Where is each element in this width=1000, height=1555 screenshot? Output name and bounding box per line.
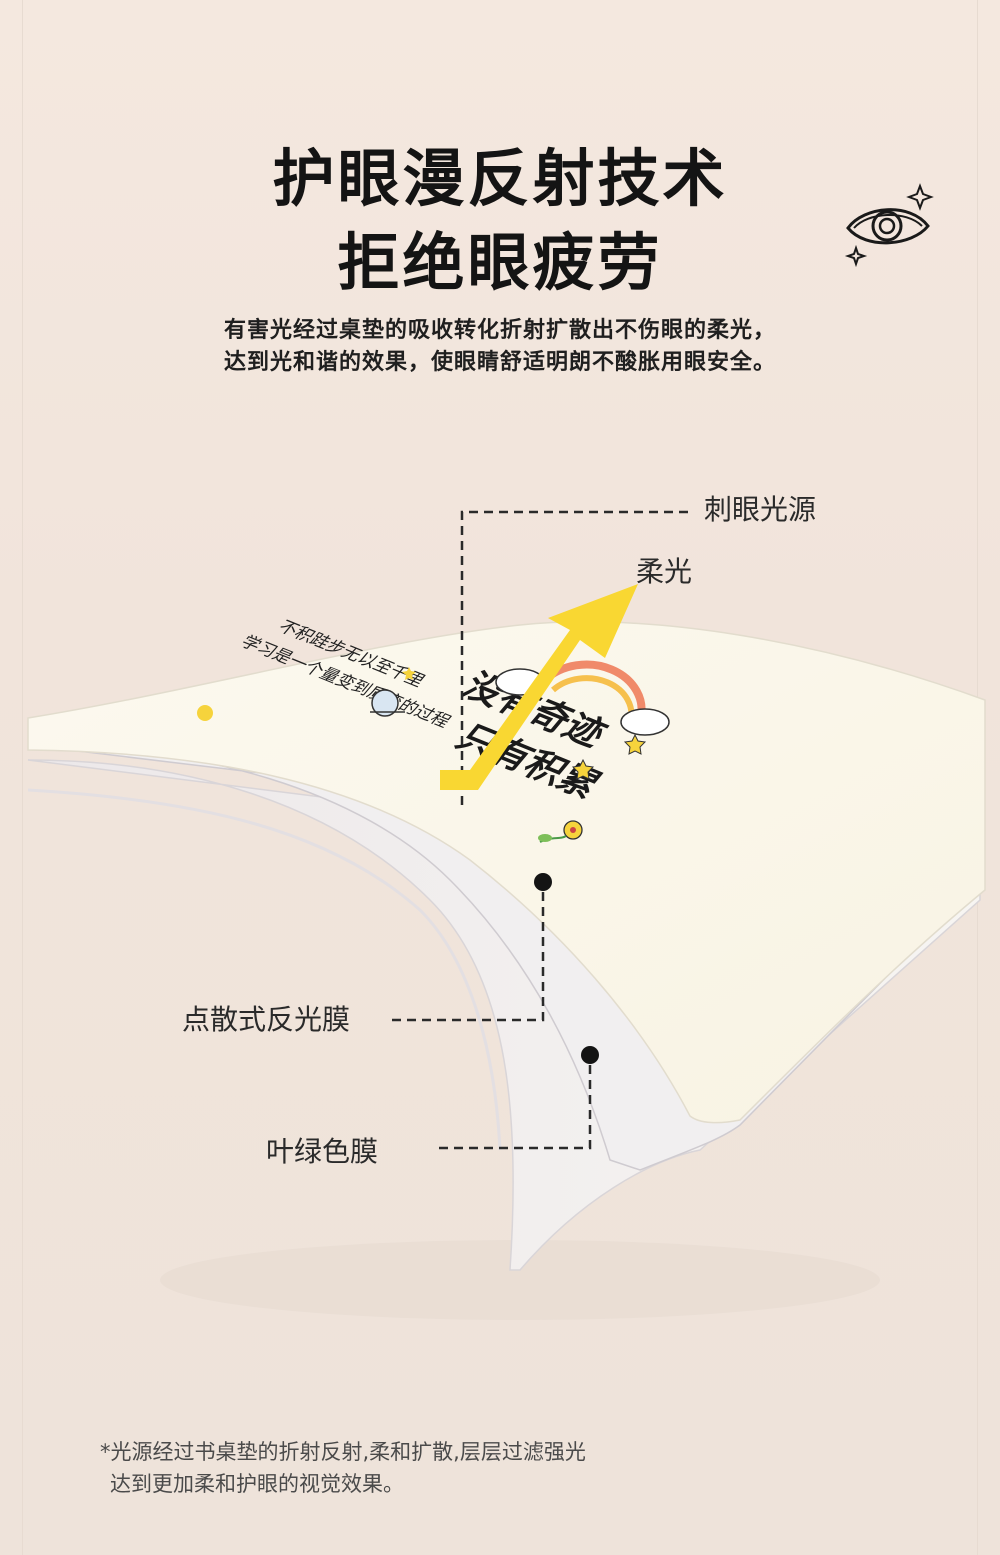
dot-film-leader bbox=[388, 892, 545, 1022]
glare-light-leader bbox=[460, 510, 690, 805]
label-dot-film: 点散式反光膜 bbox=[182, 1003, 351, 1036]
description-line1: 有害光经过桌垫的吸收转化折射扩散出不伤眼的柔光， bbox=[223, 318, 776, 343]
footnote-line2: 达到更加柔和护眼的视觉效果。 bbox=[110, 1472, 404, 1496]
headline-line2: 拒绝眼疲劳 bbox=[337, 226, 663, 299]
arrow-icon bbox=[440, 584, 638, 790]
label-soft-light: 柔光 bbox=[636, 555, 693, 588]
floor-shadow bbox=[160, 1240, 880, 1320]
sparkle-icon bbox=[844, 183, 934, 268]
star-decoration-3 bbox=[402, 667, 416, 680]
description-line2: 达到光和谐的效果，使眼睛舒适明朗不酸胀用眼安全。 bbox=[223, 350, 776, 375]
eye-icon bbox=[844, 183, 934, 268]
sun-decoration bbox=[197, 705, 213, 721]
green-film-leader bbox=[438, 1065, 592, 1150]
star-decoration-2 bbox=[571, 758, 595, 780]
snail-decoration bbox=[370, 689, 405, 717]
flower-decoration bbox=[538, 820, 583, 843]
pad-top-surface bbox=[27, 621, 986, 1124]
footnote-line1: *光源经过书桌垫的折射反射,柔和扩散,层层过滤强光 bbox=[100, 1440, 586, 1464]
dot-film-marker bbox=[534, 873, 552, 891]
side-border-left bbox=[22, 0, 23, 1555]
label-glare-light: 刺眼光源 bbox=[704, 493, 817, 526]
green-film-marker bbox=[581, 1046, 599, 1064]
star-decoration bbox=[623, 733, 647, 755]
label-green-film: 叶绿色膜 bbox=[266, 1135, 379, 1168]
pad-inner-curve bbox=[27, 788, 502, 1151]
headline-line1: 护眼漫反射技术 bbox=[272, 142, 728, 215]
